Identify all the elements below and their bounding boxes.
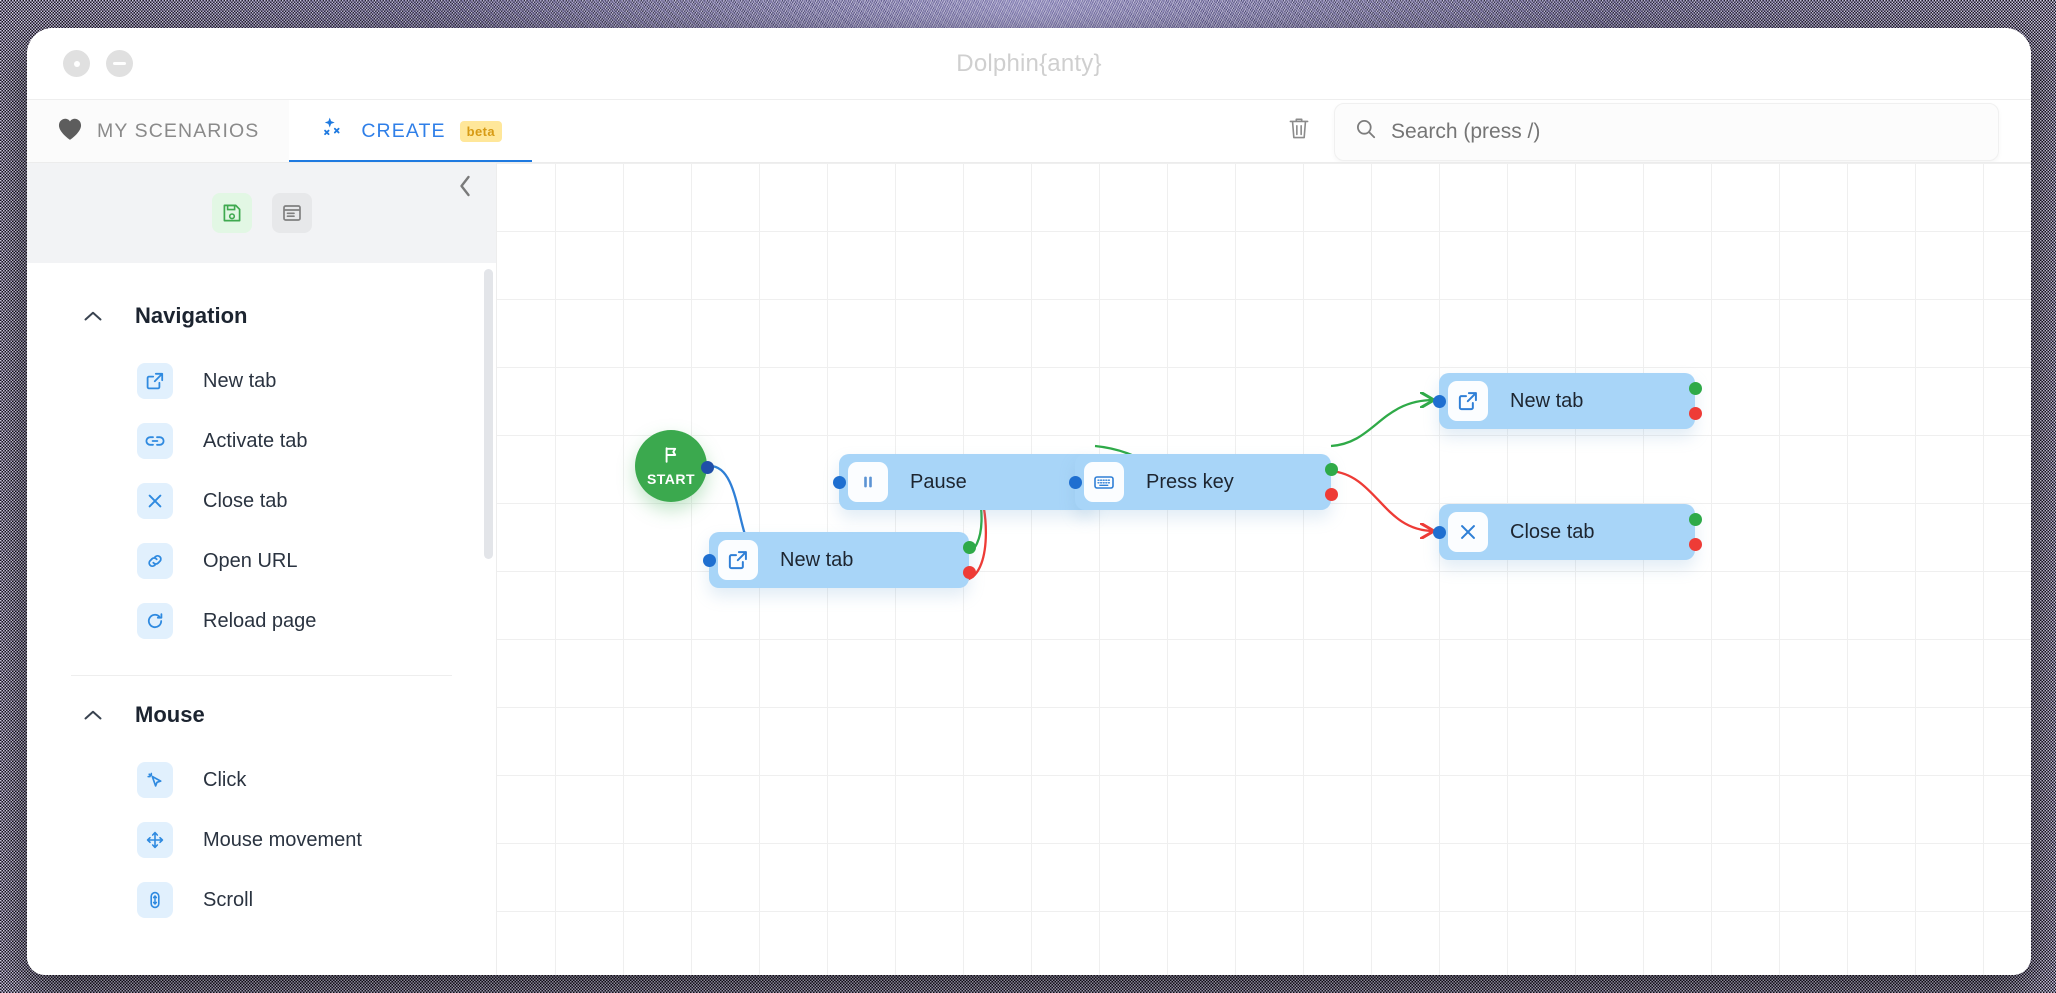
port-in[interactable] bbox=[1432, 525, 1446, 539]
keyboard-icon bbox=[1084, 462, 1124, 502]
node-label: Close tab bbox=[1510, 520, 1595, 543]
port-in[interactable] bbox=[702, 553, 716, 567]
sidebar-item-label: Scroll bbox=[203, 888, 254, 911]
beta-badge: beta bbox=[459, 121, 502, 142]
port-err[interactable] bbox=[1688, 407, 1702, 420]
body-split: Navigation New tab bbox=[27, 163, 2031, 975]
sidebar-group-mouse: Mouse Click bbox=[27, 676, 496, 930]
node-start[interactable]: START bbox=[635, 430, 714, 502]
scroll-icon bbox=[137, 882, 173, 918]
tabbar: MY SCENARIOS CREATE beta bbox=[27, 100, 2031, 163]
group-header-mouse[interactable]: Mouse bbox=[27, 676, 496, 750]
scenario-canvas[interactable]: START New tab bbox=[497, 163, 2031, 975]
tab-my-scenarios[interactable]: MY SCENARIOS bbox=[27, 100, 290, 163]
port-ok[interactable] bbox=[1324, 463, 1338, 476]
external-link-icon bbox=[718, 540, 758, 580]
tab-my-scenarios-label: MY SCENARIOS bbox=[97, 120, 260, 142]
sidebar-toolbar bbox=[27, 163, 496, 263]
sidebar-item-label: Close tab bbox=[203, 489, 288, 512]
actions-sidebar: Navigation New tab bbox=[27, 163, 497, 975]
sidebar-item-label: Open URL bbox=[203, 549, 298, 572]
pause-icon bbox=[848, 462, 888, 502]
sidebar-item-label: Reload page bbox=[203, 609, 317, 632]
node-label: Pause bbox=[910, 470, 967, 493]
search-icon bbox=[1355, 118, 1377, 145]
port-ok[interactable] bbox=[962, 541, 976, 554]
save-icon bbox=[223, 204, 240, 222]
port-ok[interactable] bbox=[1688, 513, 1702, 526]
dot-button[interactable] bbox=[63, 50, 90, 77]
edge-press-key-err-to-close-tab bbox=[1330, 469, 1434, 531]
external-link-icon bbox=[137, 363, 173, 399]
sidebar-item-click[interactable]: Click bbox=[27, 750, 496, 810]
close-x-icon bbox=[1448, 512, 1488, 552]
port-in[interactable] bbox=[832, 475, 846, 489]
sidebar-scroll-area[interactable]: Navigation New tab bbox=[27, 263, 496, 975]
trash-icon[interactable] bbox=[1286, 115, 1312, 148]
sidebar-item-mouse-movement[interactable]: Mouse movement bbox=[27, 810, 496, 870]
port-out[interactable] bbox=[700, 461, 714, 474]
close-x-icon bbox=[137, 483, 173, 519]
save-button[interactable] bbox=[211, 193, 252, 233]
sidebar-item-open-url[interactable]: Open URL bbox=[27, 531, 496, 591]
group-divider bbox=[71, 675, 452, 676]
group-header-navigation[interactable]: Navigation bbox=[27, 277, 496, 351]
chain-link-icon bbox=[137, 543, 173, 579]
search-box[interactable] bbox=[1334, 102, 1999, 161]
move-arrows-icon bbox=[137, 822, 173, 858]
node-close-tab[interactable]: Close tab bbox=[1432, 504, 1702, 560]
tab-create[interactable]: CREATE beta bbox=[289, 100, 532, 163]
window-titlebar: Dolphin{anty} bbox=[27, 28, 2031, 100]
chevron-up-icon bbox=[83, 308, 103, 325]
notes-icon bbox=[282, 205, 301, 221]
collapse-sidebar-button[interactable] bbox=[448, 169, 482, 203]
port-in[interactable] bbox=[1068, 475, 1082, 489]
sidebar-scrollbar-thumb[interactable] bbox=[484, 269, 493, 559]
port-ok[interactable] bbox=[1688, 382, 1702, 395]
sidebar-item-label: Activate tab bbox=[203, 429, 308, 452]
chevron-left-icon bbox=[460, 175, 470, 197]
start-label: START bbox=[646, 471, 696, 487]
sidebar-item-label: Mouse movement bbox=[203, 828, 362, 851]
dot-glyph bbox=[73, 60, 80, 67]
minimize-button[interactable] bbox=[106, 50, 133, 77]
sparkle-icon bbox=[319, 115, 347, 149]
node-label: New tab bbox=[1510, 389, 1584, 412]
node-press-key[interactable]: Press key bbox=[1068, 454, 1338, 510]
reload-icon bbox=[137, 603, 173, 639]
sidebar-item-new-tab[interactable]: New tab bbox=[27, 351, 496, 411]
heart-icon bbox=[57, 117, 83, 147]
minus-glyph bbox=[113, 61, 126, 66]
node-label: New tab bbox=[780, 548, 854, 571]
window-title: Dolphin{anty} bbox=[956, 49, 1102, 77]
sidebar-item-scroll[interactable]: Scroll bbox=[27, 870, 496, 930]
link-arrows-icon bbox=[137, 423, 173, 459]
search-input[interactable] bbox=[1391, 119, 1978, 144]
port-err[interactable] bbox=[1324, 488, 1338, 501]
flag-icon bbox=[661, 445, 681, 470]
sidebar-item-label: New tab bbox=[203, 369, 277, 392]
tab-create-label: CREATE bbox=[361, 120, 446, 142]
node-pause[interactable]: Pause bbox=[832, 454, 1102, 510]
node-new-tab-2[interactable]: New tab bbox=[1432, 373, 1702, 429]
cursor-click-icon bbox=[137, 762, 173, 798]
app-window: Dolphin{anty} MY SCENARIOS CREATE beta bbox=[27, 28, 2031, 975]
sidebar-group-navigation: Navigation New tab bbox=[27, 277, 496, 676]
group-title: Mouse bbox=[135, 702, 205, 727]
sidebar-item-activate-tab[interactable]: Activate tab bbox=[27, 411, 496, 471]
external-link-icon bbox=[1448, 381, 1488, 421]
tabbar-actions bbox=[1286, 100, 2031, 163]
sidebar-item-close-tab[interactable]: Close tab bbox=[27, 471, 496, 531]
group-title: Navigation bbox=[135, 303, 248, 328]
port-err[interactable] bbox=[1688, 538, 1702, 551]
notes-button[interactable] bbox=[271, 193, 312, 233]
port-in[interactable] bbox=[1432, 394, 1446, 408]
node-new-tab-1[interactable]: New tab bbox=[702, 532, 976, 588]
port-err[interactable] bbox=[962, 566, 976, 579]
chevron-up-icon bbox=[83, 707, 103, 724]
edge-press-key-ok-to-new-tab bbox=[1330, 400, 1434, 448]
node-label: Press key bbox=[1146, 470, 1234, 493]
sidebar-item-reload-page[interactable]: Reload page bbox=[27, 591, 496, 651]
sidebar-item-label: Click bbox=[203, 768, 247, 791]
